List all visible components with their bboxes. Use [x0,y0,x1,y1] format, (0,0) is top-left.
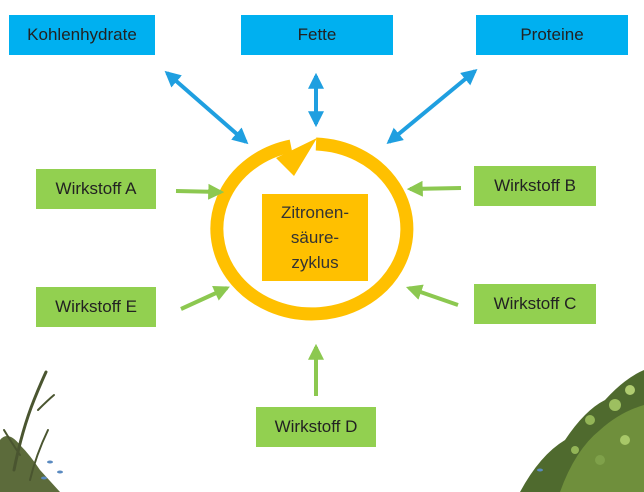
arrow-wirkstoff-c [405,284,459,307]
box-kohlenhydrate: Kohlenhydrate [9,15,155,55]
arrow-wirkstoff-e [180,286,230,311]
box-proteine: Proteine [476,15,628,55]
box-wirkstoff-e: Wirkstoff E [36,287,156,327]
arrow-wirkstoff-a [175,183,225,200]
cycle-label-line-1: Zitronen- [280,203,350,222]
box-wirkstoff-a: Wirkstoff A [36,169,156,209]
cycle-label-line-3: zyklus [291,253,339,272]
box-wirkstoff-d: Wirkstoff D [256,407,376,447]
plant-decoration-left [0,370,63,492]
arrow-proteine [386,68,478,145]
box-wirkstoff-b: Wirkstoff B [474,166,596,206]
cycle-ring [210,137,414,321]
plant-decoration-right [520,370,644,492]
cycle-label-line-2: säure- [290,228,340,247]
arrow-wirkstoff-b [406,180,462,197]
arrow-kohlenhydrate [164,70,249,145]
box-fette: Fette [241,15,393,55]
box-wirkstoff-c: Wirkstoff C [474,284,596,324]
citric-acid-cycle-box: Zitronen- säure- zyklus [262,194,368,281]
cycle-arrowhead [276,138,317,176]
